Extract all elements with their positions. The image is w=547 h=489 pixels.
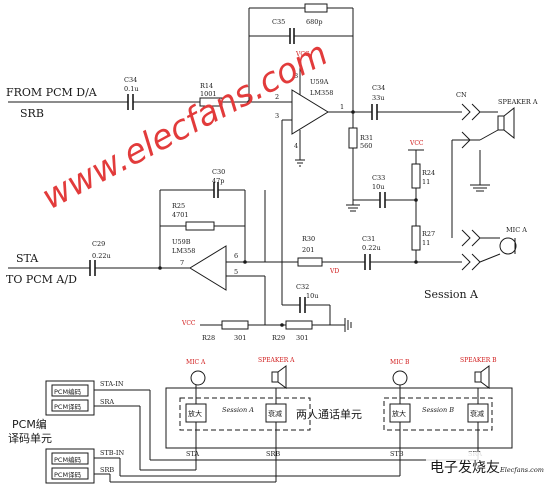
pin-7: 7 xyxy=(180,259,184,267)
r28-value: 301 xyxy=(234,334,246,342)
u59a-ref: U59A xyxy=(310,78,329,86)
input-label: FROM PCM D/A xyxy=(6,86,98,99)
stb-in-label: STB-IN xyxy=(100,449,124,457)
sta-in-label: STA-IN xyxy=(100,380,124,388)
output-stage-a xyxy=(346,104,462,212)
r29-ref: R29 xyxy=(272,334,285,342)
pin-4: 4 xyxy=(294,142,298,150)
session-b-block: Session B xyxy=(422,406,454,414)
pin-3: 3 xyxy=(275,112,279,120)
c31-ref: C31 xyxy=(362,235,375,243)
pin-1: 1 xyxy=(340,103,344,111)
sra-label: SRA xyxy=(100,398,114,406)
pin-2: 2 xyxy=(275,93,279,101)
vcc-c: VCC xyxy=(181,320,196,327)
r28-ref: R28 xyxy=(202,334,215,342)
c30-value: 47p xyxy=(212,177,224,185)
c33-value: 10u xyxy=(372,183,384,191)
session-a-block: Session A xyxy=(222,406,254,414)
c31-value: 0.22u xyxy=(362,244,381,252)
r14-value: 1001 xyxy=(200,90,217,98)
r30-value: 201 xyxy=(302,246,314,254)
u59b-ref: U59B xyxy=(172,238,191,246)
block-diagram xyxy=(45,365,513,484)
pin-8: 8 xyxy=(294,72,298,80)
atten-b: 衰减 xyxy=(470,409,484,418)
c35-ref: C35 xyxy=(272,18,285,26)
sta-line xyxy=(8,260,190,276)
vcc-a: VCC xyxy=(295,51,310,58)
srb-bottom: SRB xyxy=(266,450,280,458)
r14-ref: R14 xyxy=(200,82,213,90)
codec-b-1: PCM编码 xyxy=(54,455,82,464)
r29-value: 301 xyxy=(296,334,308,342)
r27-ref: R27 xyxy=(422,230,435,238)
c34-out-ref: C34 xyxy=(372,84,385,92)
output-net: STA xyxy=(16,252,39,265)
output-label: TO PCM A/D xyxy=(6,273,77,286)
c34-in-ref: C34 xyxy=(124,76,137,84)
stb-bottom: STB xyxy=(390,450,404,458)
amp-b: 放大 xyxy=(392,409,406,418)
r27-value: 11 xyxy=(422,239,430,247)
call-unit-label: 两人通话单元 xyxy=(296,408,362,421)
codec-a-2: PCM译码 xyxy=(54,403,82,411)
sta-bottom: STA xyxy=(186,450,199,458)
c35-value: 680p xyxy=(306,18,323,26)
opamp-u59a xyxy=(281,62,372,167)
pin-5: 5 xyxy=(234,268,238,276)
codec-b-2: PCM译码 xyxy=(54,471,82,479)
c33-ref: C33 xyxy=(372,174,385,182)
r24-c33-r27-network xyxy=(353,149,424,262)
corner-logo-url: Elecfans.com xyxy=(499,466,544,474)
vcc-b: VCC xyxy=(409,140,424,147)
codec-a-1: PCM编码 xyxy=(54,387,82,396)
corner-logo-cn: 电子发烧友 xyxy=(430,460,500,476)
c29-value: 0.22u xyxy=(92,252,111,260)
feedback-u59a xyxy=(248,3,354,112)
atten-a: 衰减 xyxy=(268,409,282,418)
mic-a-label: MIC A xyxy=(506,226,527,234)
u59b-part: LM358 xyxy=(172,247,195,255)
cn-label: CN xyxy=(456,91,467,99)
r24-value: 11 xyxy=(422,178,430,186)
u59a-part: LM358 xyxy=(310,89,333,97)
speaker-a-label: SPEAKER A xyxy=(498,98,538,106)
input-net: SRB xyxy=(20,107,44,120)
connector-cn xyxy=(451,103,517,271)
c32-ref: C32 xyxy=(296,283,309,291)
r31-ref: R31 xyxy=(360,134,373,142)
r25-ref: R25 xyxy=(172,202,185,210)
speaker-b-block: SPEAKER B xyxy=(460,357,497,364)
mic-b-block: MIC B xyxy=(390,359,410,366)
r24-ref: R24 xyxy=(422,169,435,177)
srb-label: SRB xyxy=(100,466,114,474)
c30-ref: C30 xyxy=(212,168,225,176)
r31-value: 560 xyxy=(360,142,372,150)
c29-ref: C29 xyxy=(92,240,105,248)
c34-out-value: 33u xyxy=(372,94,384,102)
speaker-a-block: SPEAKER A xyxy=(258,357,295,364)
opamp-u59b-section xyxy=(159,145,462,332)
pcm-unit-line2: 译码单元 xyxy=(8,432,52,445)
amp-a: 放大 xyxy=(188,409,202,418)
session-a-label: Session A xyxy=(424,288,479,301)
c34-in-value: 0.1u xyxy=(124,85,139,93)
pin-6: 6 xyxy=(234,252,238,260)
pcm-unit-line1: PCM编 xyxy=(12,417,47,431)
input-line xyxy=(8,94,292,110)
r25-value: 4701 xyxy=(172,211,189,219)
r30-ref: R30 xyxy=(302,235,315,243)
net-vd: VD xyxy=(329,268,339,275)
c32-value: 10u xyxy=(306,292,318,300)
mic-a-block: MIC A xyxy=(186,359,206,366)
